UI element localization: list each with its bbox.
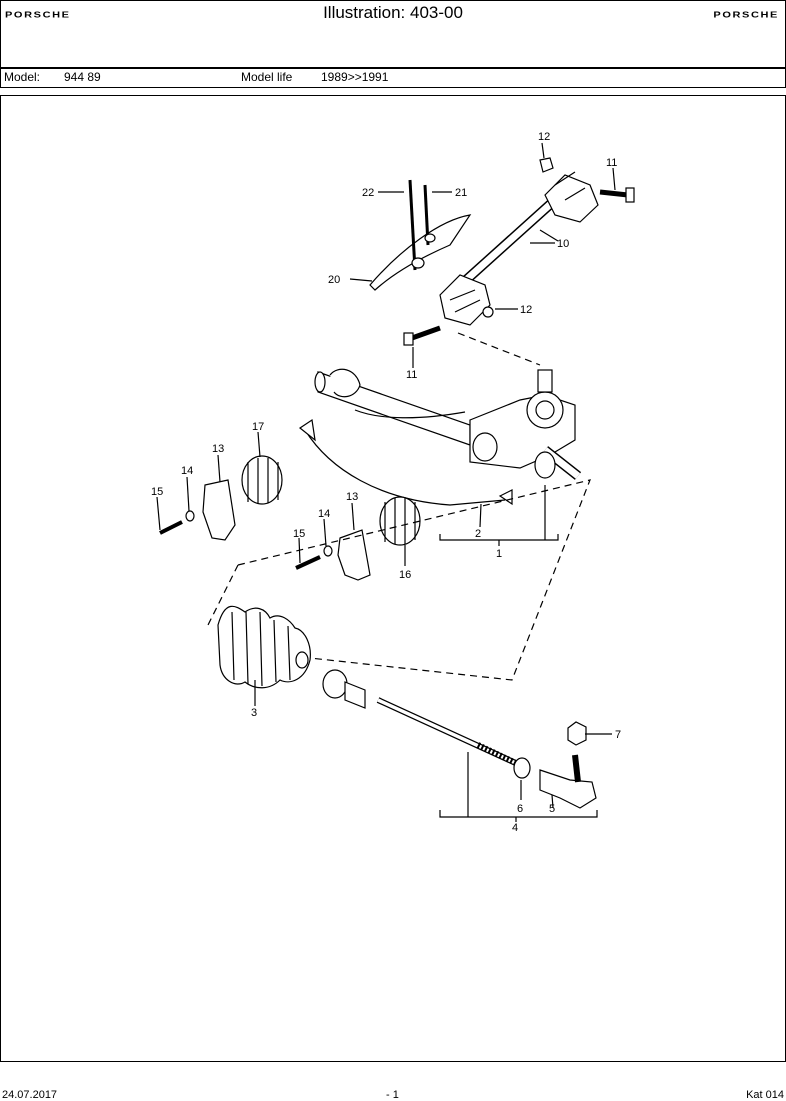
brand-logo-left: PORSCHE bbox=[5, 10, 71, 20]
callout-16: 16 bbox=[399, 569, 411, 581]
steering-shaft-drawing bbox=[439, 171, 599, 326]
illustration-title: Illustration: 403-00 bbox=[323, 3, 463, 22]
callout-21: 21 bbox=[455, 187, 467, 199]
callout-12-mid: 12 bbox=[520, 304, 532, 316]
callout-10: 10 bbox=[557, 238, 569, 250]
callout-6: 6 bbox=[517, 803, 523, 815]
steering-rack-drawing bbox=[298, 368, 582, 506]
model-label: Model: bbox=[4, 70, 41, 84]
callout-11-top: 11 bbox=[606, 157, 617, 169]
callout-3: 3 bbox=[251, 707, 257, 719]
callout-13-left: 13 bbox=[212, 443, 224, 455]
callout-14-right: 14 bbox=[318, 508, 330, 520]
brand-logo-right: PORSCHE bbox=[713, 10, 779, 20]
mount-clamp-right-drawing bbox=[295, 496, 421, 581]
model-life-label: Model life bbox=[241, 70, 293, 84]
footer-page: - 1 bbox=[386, 1089, 399, 1101]
callout-leader-lines bbox=[156, 142, 616, 822]
callout-7: 7 bbox=[615, 729, 621, 741]
tie-rod-drawing bbox=[322, 669, 531, 779]
model-value: 944 89 bbox=[64, 70, 101, 84]
callout-15-right: 15 bbox=[293, 528, 305, 540]
callout-11-mid: 11 bbox=[406, 369, 417, 381]
tie-rod-end-drawing bbox=[539, 721, 597, 809]
rubber-boot-drawing bbox=[217, 605, 311, 689]
heat-shield-drawing bbox=[369, 179, 472, 291]
callout-4: 4 bbox=[512, 822, 518, 834]
mount-clamp-left-drawing bbox=[159, 455, 283, 541]
shaft-fasteners-drawing bbox=[403, 157, 635, 346]
footer-date: 24.07.2017 bbox=[2, 1089, 58, 1101]
callout-22: 22 bbox=[362, 187, 374, 199]
callout-2: 2 bbox=[475, 528, 481, 540]
callout-17: 17 bbox=[252, 421, 264, 433]
callout-14-left: 14 bbox=[181, 465, 193, 477]
model-life-value: 1989>>1991 bbox=[321, 70, 389, 84]
callout-20: 20 bbox=[328, 274, 340, 286]
callout-5: 5 bbox=[549, 803, 555, 815]
footer-catalog: Kat 014 bbox=[746, 1089, 784, 1101]
model-bar: Model: 944 89 Model life 1989>>1991 bbox=[0, 67, 786, 88]
callout-12-top: 12 bbox=[538, 131, 550, 143]
dashed-guide-lines bbox=[207, 332, 591, 681]
callout-13-right: 13 bbox=[346, 491, 358, 503]
callout-1: 1 bbox=[496, 548, 502, 560]
callout-15-left: 15 bbox=[151, 486, 163, 498]
